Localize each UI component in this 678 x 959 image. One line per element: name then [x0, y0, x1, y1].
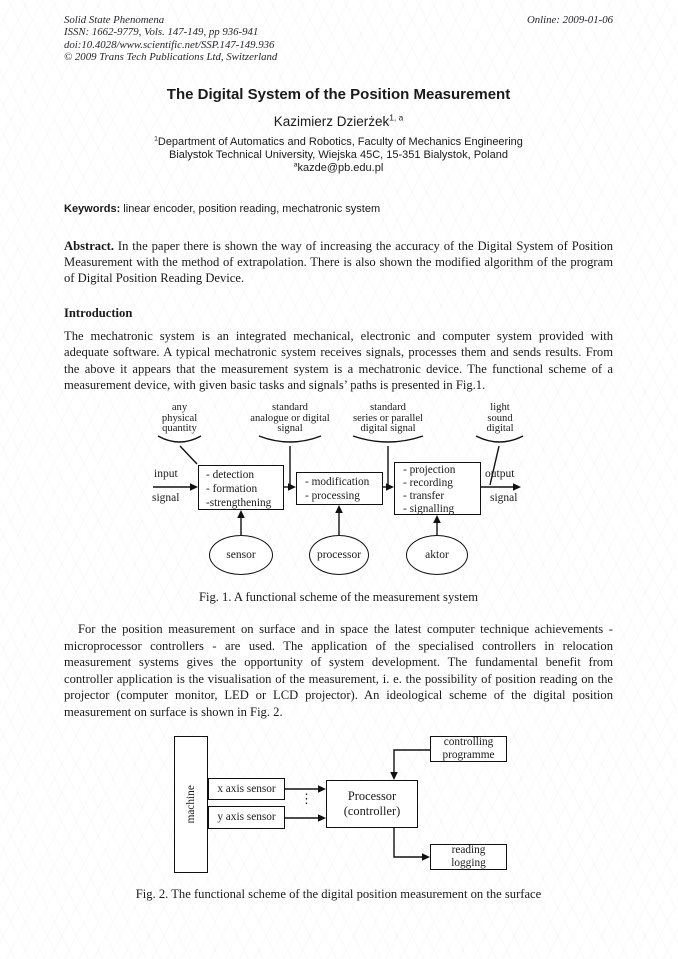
abstract: Abstract. In the paper there is shown th…	[64, 238, 613, 287]
abstract-text: In the paper there is shown the way of i…	[64, 238, 613, 286]
journal-name: Solid State Phenomena	[64, 14, 165, 26]
abstract-label: Abstract.	[64, 238, 115, 253]
fig1-box-projection: - projection - recording - transfer - si…	[394, 462, 481, 516]
journal-doi: doi:10.4028/www.scientific.net/SSP.147-1…	[64, 38, 275, 51]
affiliation-email-line: akazde@pb.edu.pl	[64, 160, 613, 175]
fig1-ellipse-processor: processor	[309, 535, 369, 576]
fig1-box-detection: - detection - formation -strengthening	[198, 465, 284, 511]
fig1-output-signal-label: signal	[490, 492, 518, 505]
affiliation-sup-1: 1	[154, 134, 158, 142]
paper-page: Solid State Phenomena ISSN: 1662-9779, V…	[64, 14, 613, 901]
journal-header: Solid State Phenomena ISSN: 1662-9779, V…	[64, 14, 613, 64]
fig1-label-standard-series: standard series or parallel digital sign…	[352, 402, 423, 435]
author-superscript: 1, a	[389, 112, 404, 123]
fig1-input-signal-label: signal	[152, 492, 180, 505]
paper-title: The Digital System of the Position Measu…	[166, 85, 511, 103]
fig2-box-y-axis-sensor: y axis sensor	[208, 805, 285, 829]
figure-2: machine x axis sensor y axis sensor ⋮ Pr…	[64, 729, 613, 878]
fig1-ellipse-sensor: sensor	[209, 535, 273, 576]
journal-header-left: Solid State Phenomena ISSN: 1662-9779, V…	[64, 14, 277, 64]
fig1-label-any-physical-quantity: any physical quantity	[161, 402, 198, 435]
fig1-ellipse-aktor: aktor	[406, 535, 468, 576]
fig2-box-processor: Processor (controller)	[326, 779, 418, 828]
keywords-label: Keywords:	[64, 202, 121, 215]
fig2-box-x-axis-sensor: x axis sensor	[208, 777, 285, 800]
fig1-label-light-sound-digital: light sound digital	[486, 402, 514, 435]
figure-2-caption: Fig. 2. The functional scheme of the dig…	[135, 886, 542, 901]
author-name: Kazimierz Dzierżek	[273, 113, 390, 129]
journal-issn: ISSN: 1662-9779, Vols. 147-149, pp 936-9…	[64, 26, 259, 39]
fig1-label-standard-analogue: standard analogue or digital signal	[250, 402, 330, 435]
keywords-line: Keywords: linear encoder, position readi…	[64, 203, 613, 215]
figure-1: any physical quantity standard analogue …	[64, 400, 613, 585]
journal-online-date: Online: 2009-01-06	[526, 14, 613, 26]
fig2-box-controlling-programme: controlling programme	[430, 735, 507, 762]
introduction-paragraph-2: For the position measurement on surface …	[64, 622, 613, 719]
figure-1-caption: Fig. 1. A functional scheme of the measu…	[198, 590, 479, 605]
author-line: Kazimierz Dzierżek1, a	[64, 112, 613, 129]
affiliation-line-2: Bialystok Technical University, Wiejska …	[169, 148, 508, 161]
fig1-input-label: input	[154, 468, 178, 481]
fig2-ellipsis-dots: ⋮	[300, 790, 313, 806]
section-heading-introduction: Introduction	[64, 305, 133, 320]
affiliation-text-1: Department of Automatics and Robotics, F…	[157, 135, 523, 148]
email-sup: a	[293, 160, 298, 168]
fig2-box-machine: machine	[174, 735, 208, 873]
affiliation: 1Department of Automatics and Robotics, …	[64, 134, 613, 175]
fig2-box-reading-logging: reading logging	[430, 843, 507, 870]
fig1-output-label: output	[485, 468, 515, 481]
affiliation-line-1: 1Department of Automatics and Robotics, …	[64, 134, 613, 149]
author-email: kazde@pb.edu.pl	[297, 161, 384, 174]
fig1-box-modification: - modification - processing	[296, 472, 383, 506]
keywords-text: linear encoder, position reading, mechat…	[120, 202, 381, 215]
introduction-paragraph-1: The mechatronic system is an integrated …	[64, 328, 613, 393]
journal-copyright: © 2009 Trans Tech Publications Ltd, Swit…	[64, 51, 278, 64]
